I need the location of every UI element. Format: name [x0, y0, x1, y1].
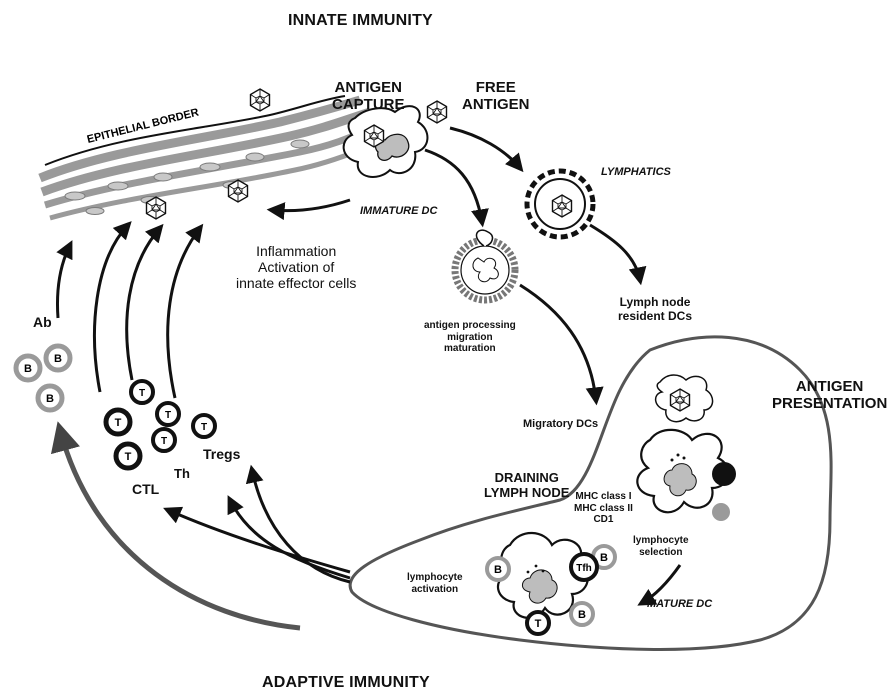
b-cell: B: [46, 346, 70, 370]
immature-dc-cell: [344, 106, 428, 177]
arrow: [58, 245, 71, 318]
adaptive-arrow: [60, 430, 300, 628]
svg-text:T: T: [201, 422, 207, 433]
immature-dc-label: IMMATURE DC: [360, 205, 437, 218]
processing-dc-cell: [455, 230, 515, 300]
arrow: [168, 228, 200, 398]
th-label: Th: [174, 467, 190, 482]
virus-icon: [365, 125, 384, 147]
svg-text:B: B: [600, 552, 608, 564]
virus-icon: [229, 180, 248, 202]
arrow: [95, 225, 128, 392]
arrow: [127, 228, 160, 380]
arrow: [272, 200, 350, 211]
b-cell: B: [487, 558, 509, 580]
svg-text:B: B: [46, 393, 54, 405]
t-cell: T: [131, 381, 153, 403]
arrow: [252, 470, 350, 582]
virus-icon: [671, 389, 690, 411]
arrow: [168, 510, 350, 572]
tfh-cell: Tfh: [571, 554, 597, 580]
svg-text:B: B: [24, 363, 32, 375]
svg-text:T: T: [165, 410, 171, 421]
svg-text:T: T: [535, 618, 542, 630]
epithelial-border: [40, 96, 372, 218]
svg-text:T: T: [115, 417, 122, 429]
svg-text:B: B: [578, 609, 586, 621]
virus-icon: [147, 197, 166, 219]
svg-text:B: B: [54, 353, 62, 365]
svg-text:T: T: [125, 451, 132, 463]
ab-label: Ab: [33, 314, 52, 330]
tregs-label: Tregs: [203, 446, 240, 462]
svg-text:Tfh: Tfh: [576, 563, 592, 574]
b-cell: B: [571, 603, 593, 625]
virus-icon: [251, 89, 270, 111]
svg-text:B: B: [494, 564, 502, 576]
svg-text:T: T: [139, 388, 145, 399]
virus-icon: [553, 195, 572, 217]
arrow: [450, 128, 520, 168]
lymphatics-label: LYMPHATICS: [601, 166, 671, 179]
t-cell: T: [193, 415, 215, 437]
ctl-label: CTL: [132, 481, 159, 497]
t-cell: T: [116, 444, 140, 468]
arrow: [520, 285, 596, 400]
t-cell: T: [157, 403, 179, 425]
t-cell: T: [527, 612, 549, 634]
migratory-dcs-label: Migratory DCs: [523, 418, 598, 431]
adaptive-immunity-title: ADAPTIVE IMMUNITY: [262, 674, 430, 692]
b-cell: B: [38, 386, 62, 410]
t-cell: T: [153, 429, 175, 451]
svg-text:T: T: [161, 436, 167, 447]
innate-immunity-title: INNATE IMMUNITY: [288, 12, 433, 30]
mature-dc-label: MATURE DC: [647, 598, 712, 611]
lymphatic-vessel: [527, 171, 593, 237]
t-cell: T: [106, 410, 130, 434]
arrow: [590, 225, 640, 280]
virus-icon: [428, 101, 447, 123]
b-cell: B: [16, 356, 40, 380]
